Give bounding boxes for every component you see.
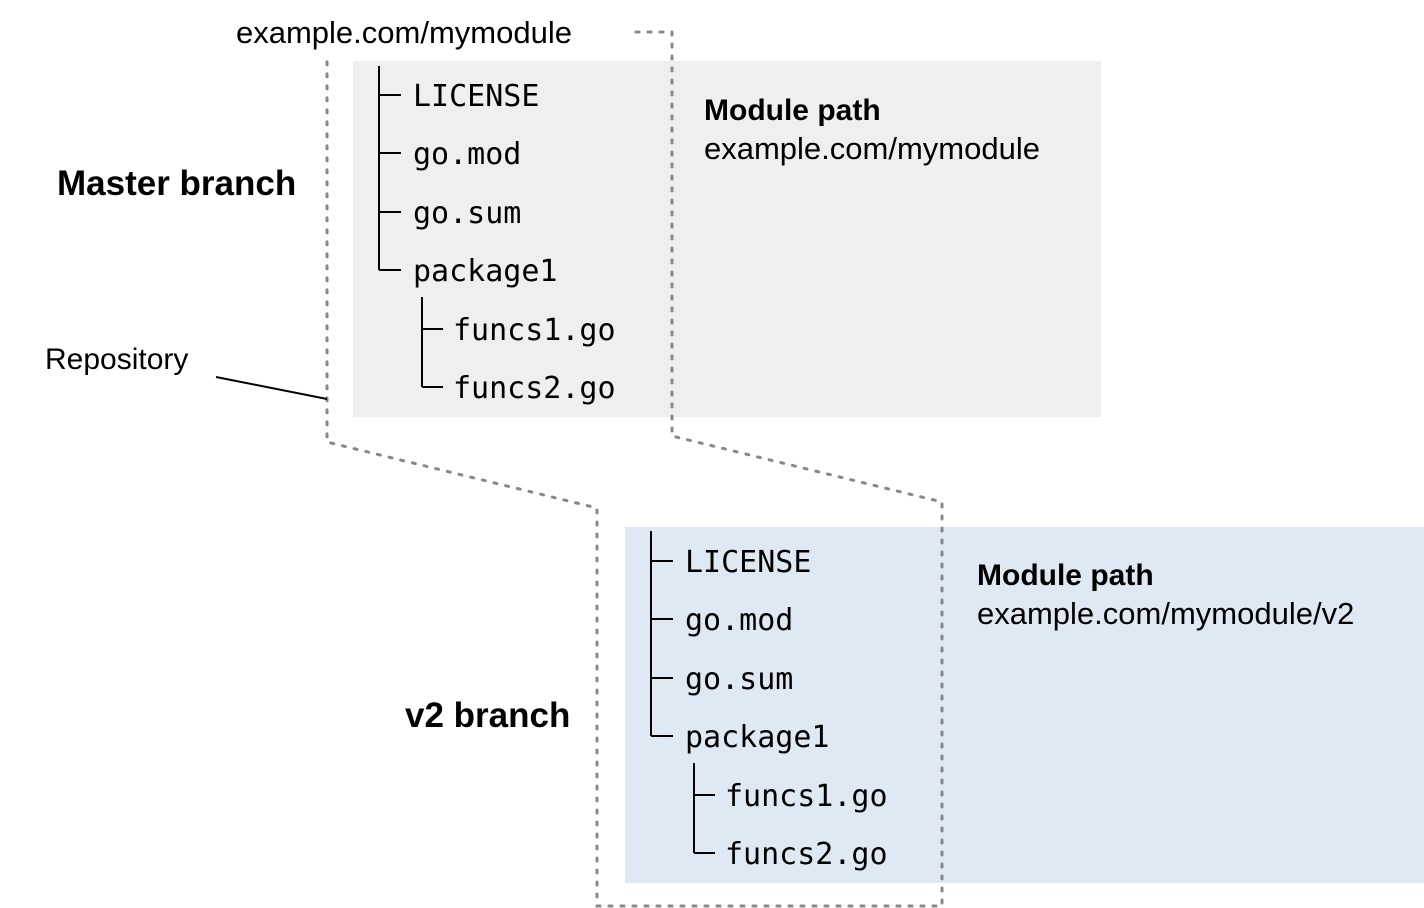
- master-module-path: example.com/mymodule: [704, 131, 1040, 166]
- master-folder-package1: package1: [413, 254, 558, 289]
- master-file-tree: [378, 66, 443, 388]
- master-branch-label: Master branch: [57, 164, 296, 203]
- master-file-funcs1: funcs1.go: [453, 313, 616, 348]
- v2-file-gomod: go.mod: [685, 603, 793, 638]
- v2-file-funcs1: funcs1.go: [725, 779, 888, 814]
- v2-file-funcs2: funcs2.go: [725, 837, 888, 872]
- v2-file-license: LICENSE: [685, 545, 811, 580]
- master-branch-panel: [353, 61, 1101, 417]
- v2-module-path: example.com/mymodule/v2: [977, 596, 1354, 631]
- master-file-license: LICENSE: [413, 79, 539, 114]
- master-module-path-heading: Module path: [704, 94, 881, 127]
- repository-label: Repository: [45, 343, 188, 376]
- v2-module-path-heading: Module path: [977, 559, 1154, 592]
- repository-outline: [325, 30, 944, 908]
- master-file-gomod: go.mod: [413, 137, 521, 172]
- master-file-funcs2: funcs2.go: [453, 371, 616, 406]
- v2-folder-package1: package1: [685, 720, 830, 755]
- v2-file-gosum: go.sum: [685, 662, 793, 697]
- v2-file-tree: [650, 531, 715, 854]
- v2-branch-panel: [625, 527, 1424, 883]
- repository-pointer-line: [215, 376, 328, 400]
- repository-url: example.com/mymodule: [236, 15, 572, 50]
- master-file-gosum: go.sum: [413, 196, 521, 231]
- v2-branch-label: v2 branch: [405, 696, 570, 735]
